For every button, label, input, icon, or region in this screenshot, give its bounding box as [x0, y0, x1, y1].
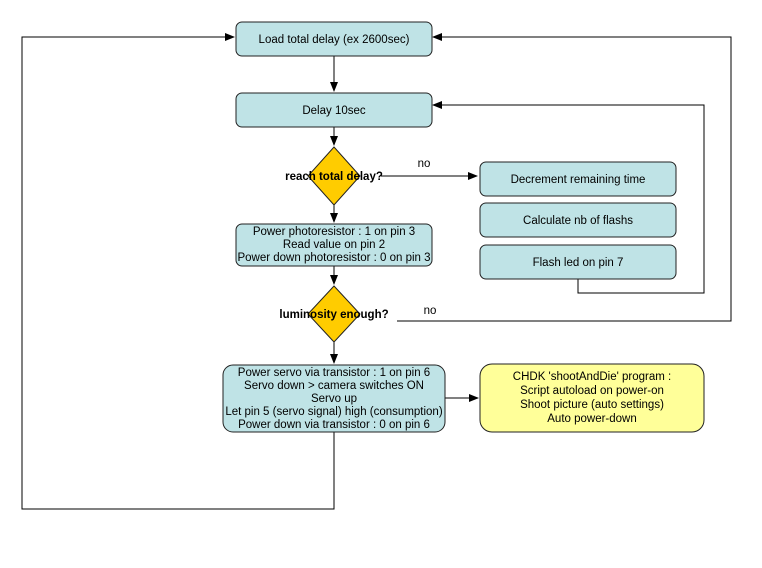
servo-line: Servo down > camera switches ON	[244, 380, 424, 392]
load-total-delay-node: Load total delay (ex 2600sec)	[235, 21, 433, 57]
chdk-line: Script autoload on power-on	[520, 385, 664, 397]
edge-lum-no-back-to-load	[397, 33, 732, 322]
delay-label: Delay 10sec	[302, 105, 366, 117]
chdk-line: CHDK 'shootAndDie' program :	[513, 371, 671, 383]
load-total-delay-label: Load total delay (ex 2600sec)	[259, 34, 410, 46]
reach-total-delay-label: reach total delay?	[285, 171, 383, 183]
calculate-flashes-node: Calculate nb of flashs	[479, 202, 677, 238]
luminosity-decision: luminosity enough? no	[279, 285, 437, 343]
flash-led-label: Flash led on pin 7	[533, 257, 624, 269]
chdk-note: CHDK 'shootAndDie' program : Script auto…	[479, 363, 705, 433]
luminosity-label: luminosity enough?	[279, 309, 388, 321]
chdk-line: Shoot picture (auto settings)	[520, 399, 664, 411]
decrement-node: Decrement remaining time	[479, 161, 677, 197]
decrement-label: Decrement remaining time	[511, 174, 646, 186]
reach-no-label: no	[418, 158, 431, 170]
servo-line: Power servo via transistor : 1 on pin 6	[238, 367, 430, 379]
reach-total-delay-decision: reach total delay? no	[285, 146, 431, 206]
servo-line: Power down via transistor : 0 on pin 6	[238, 419, 430, 431]
delay-node: Delay 10sec	[235, 92, 433, 128]
edge-servo-loop-to-load	[21, 33, 335, 510]
edge-flash-back-to-delay	[432, 101, 705, 294]
flash-led-node: Flash led on pin 7	[479, 244, 677, 280]
chdk-line: Auto power-down	[547, 413, 637, 425]
photoresistor-line: Power down photoresistor : 0 on pin 3	[237, 252, 430, 264]
photoresistor-line: Power photoresistor : 1 on pin 3	[253, 226, 415, 238]
photoresistor-line: Read value on pin 2	[283, 239, 385, 251]
luminosity-no-label: no	[424, 305, 437, 317]
servo-line: Let pin 5 (servo signal) high (consumpti…	[225, 406, 443, 418]
servo-line: Servo up	[311, 393, 357, 405]
connectors	[21, 33, 732, 510]
servo-node: Power servo via transistor : 1 on pin 6 …	[222, 364, 446, 433]
calculate-flashes-label: Calculate nb of flashs	[523, 215, 633, 227]
photoresistor-node: Power photoresistor : 1 on pin 3 Read va…	[235, 223, 433, 267]
